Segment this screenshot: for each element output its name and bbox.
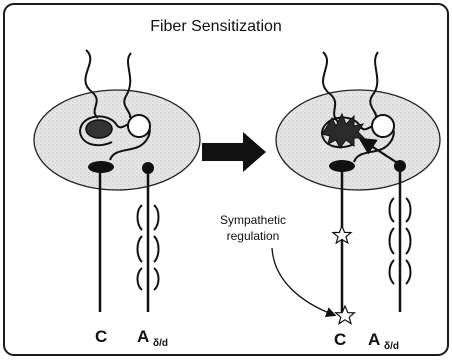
right-a-fiber-label: A bbox=[368, 330, 380, 349]
right-spinal-cord-section bbox=[276, 90, 440, 190]
annotation-line-2: regulation bbox=[227, 229, 280, 243]
figure-title: Fiber Sensitization bbox=[150, 18, 282, 35]
left-spinal-cord-section bbox=[34, 90, 200, 190]
left-c-fiber-label: C bbox=[95, 327, 107, 346]
left-open-soma bbox=[128, 115, 150, 137]
annotation-line-1: Sympathetic bbox=[220, 213, 286, 227]
left-a-fiber-label: A bbox=[137, 327, 149, 346]
right-a-fiber-subscript: δ/d bbox=[384, 341, 399, 352]
left-a-fiber-subscript: δ/d bbox=[153, 338, 168, 349]
right-c-fiber-label: C bbox=[334, 330, 346, 349]
right-open-soma bbox=[372, 115, 394, 137]
left-dark-soma bbox=[86, 120, 112, 138]
